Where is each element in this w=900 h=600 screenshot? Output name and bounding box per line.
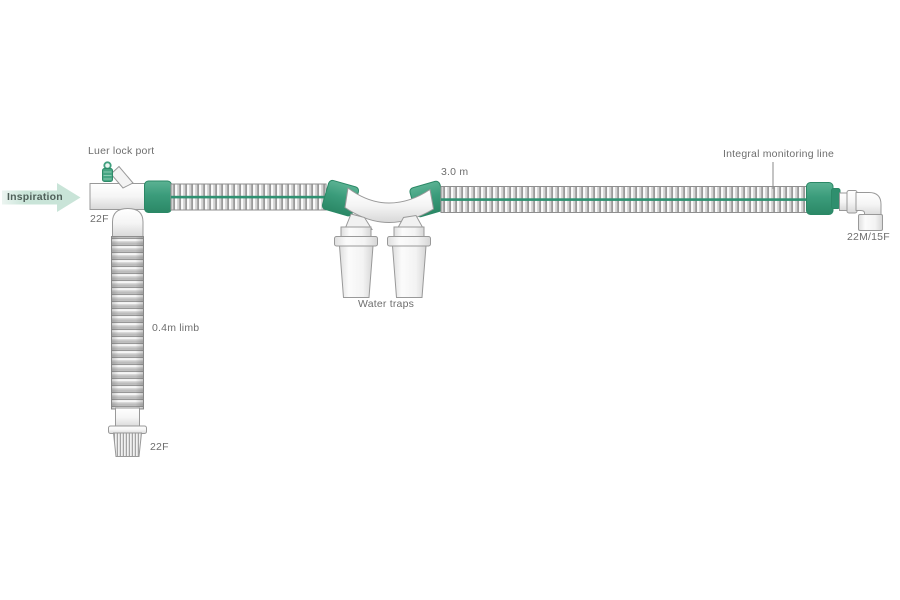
t-piece-connector (89, 183, 149, 210)
corrugated-tube-main (440, 186, 808, 213)
label-main-tube-length: 3.0 m (441, 166, 469, 178)
inspiratory-cuff (144, 180, 172, 213)
label-water-traps: Water traps (358, 298, 415, 310)
patient-cuff (806, 182, 841, 215)
corrugated-tube-left (170, 183, 327, 211)
limb-tube (111, 207, 144, 410)
inspiration-label: Inspiration (7, 191, 63, 203)
y-manifold-tube (344, 187, 434, 223)
label-patient-connector: 22M/15F (847, 231, 890, 243)
luer-lock-cap-icon (102, 161, 134, 189)
limb-end-connector (108, 407, 147, 457)
water-trap (387, 226, 431, 298)
label-luer-lock-port: Luer lock port (88, 145, 155, 157)
monitoring-line-left (171, 195, 326, 199)
label-monitoring-line: Integral monitoring line (723, 148, 835, 160)
label-machine-connector: 22F (90, 213, 109, 225)
monitoring-line-main (441, 198, 807, 201)
label-limb-length: 0.4m limb (152, 322, 200, 334)
elbow-connector (839, 190, 883, 231)
water-trap (334, 226, 378, 298)
inspiration-arrow (2, 183, 81, 212)
water-trap-assembly (321, 179, 447, 298)
limb-dome-connector (112, 207, 144, 238)
label-limb-connector: 22F (150, 441, 169, 453)
